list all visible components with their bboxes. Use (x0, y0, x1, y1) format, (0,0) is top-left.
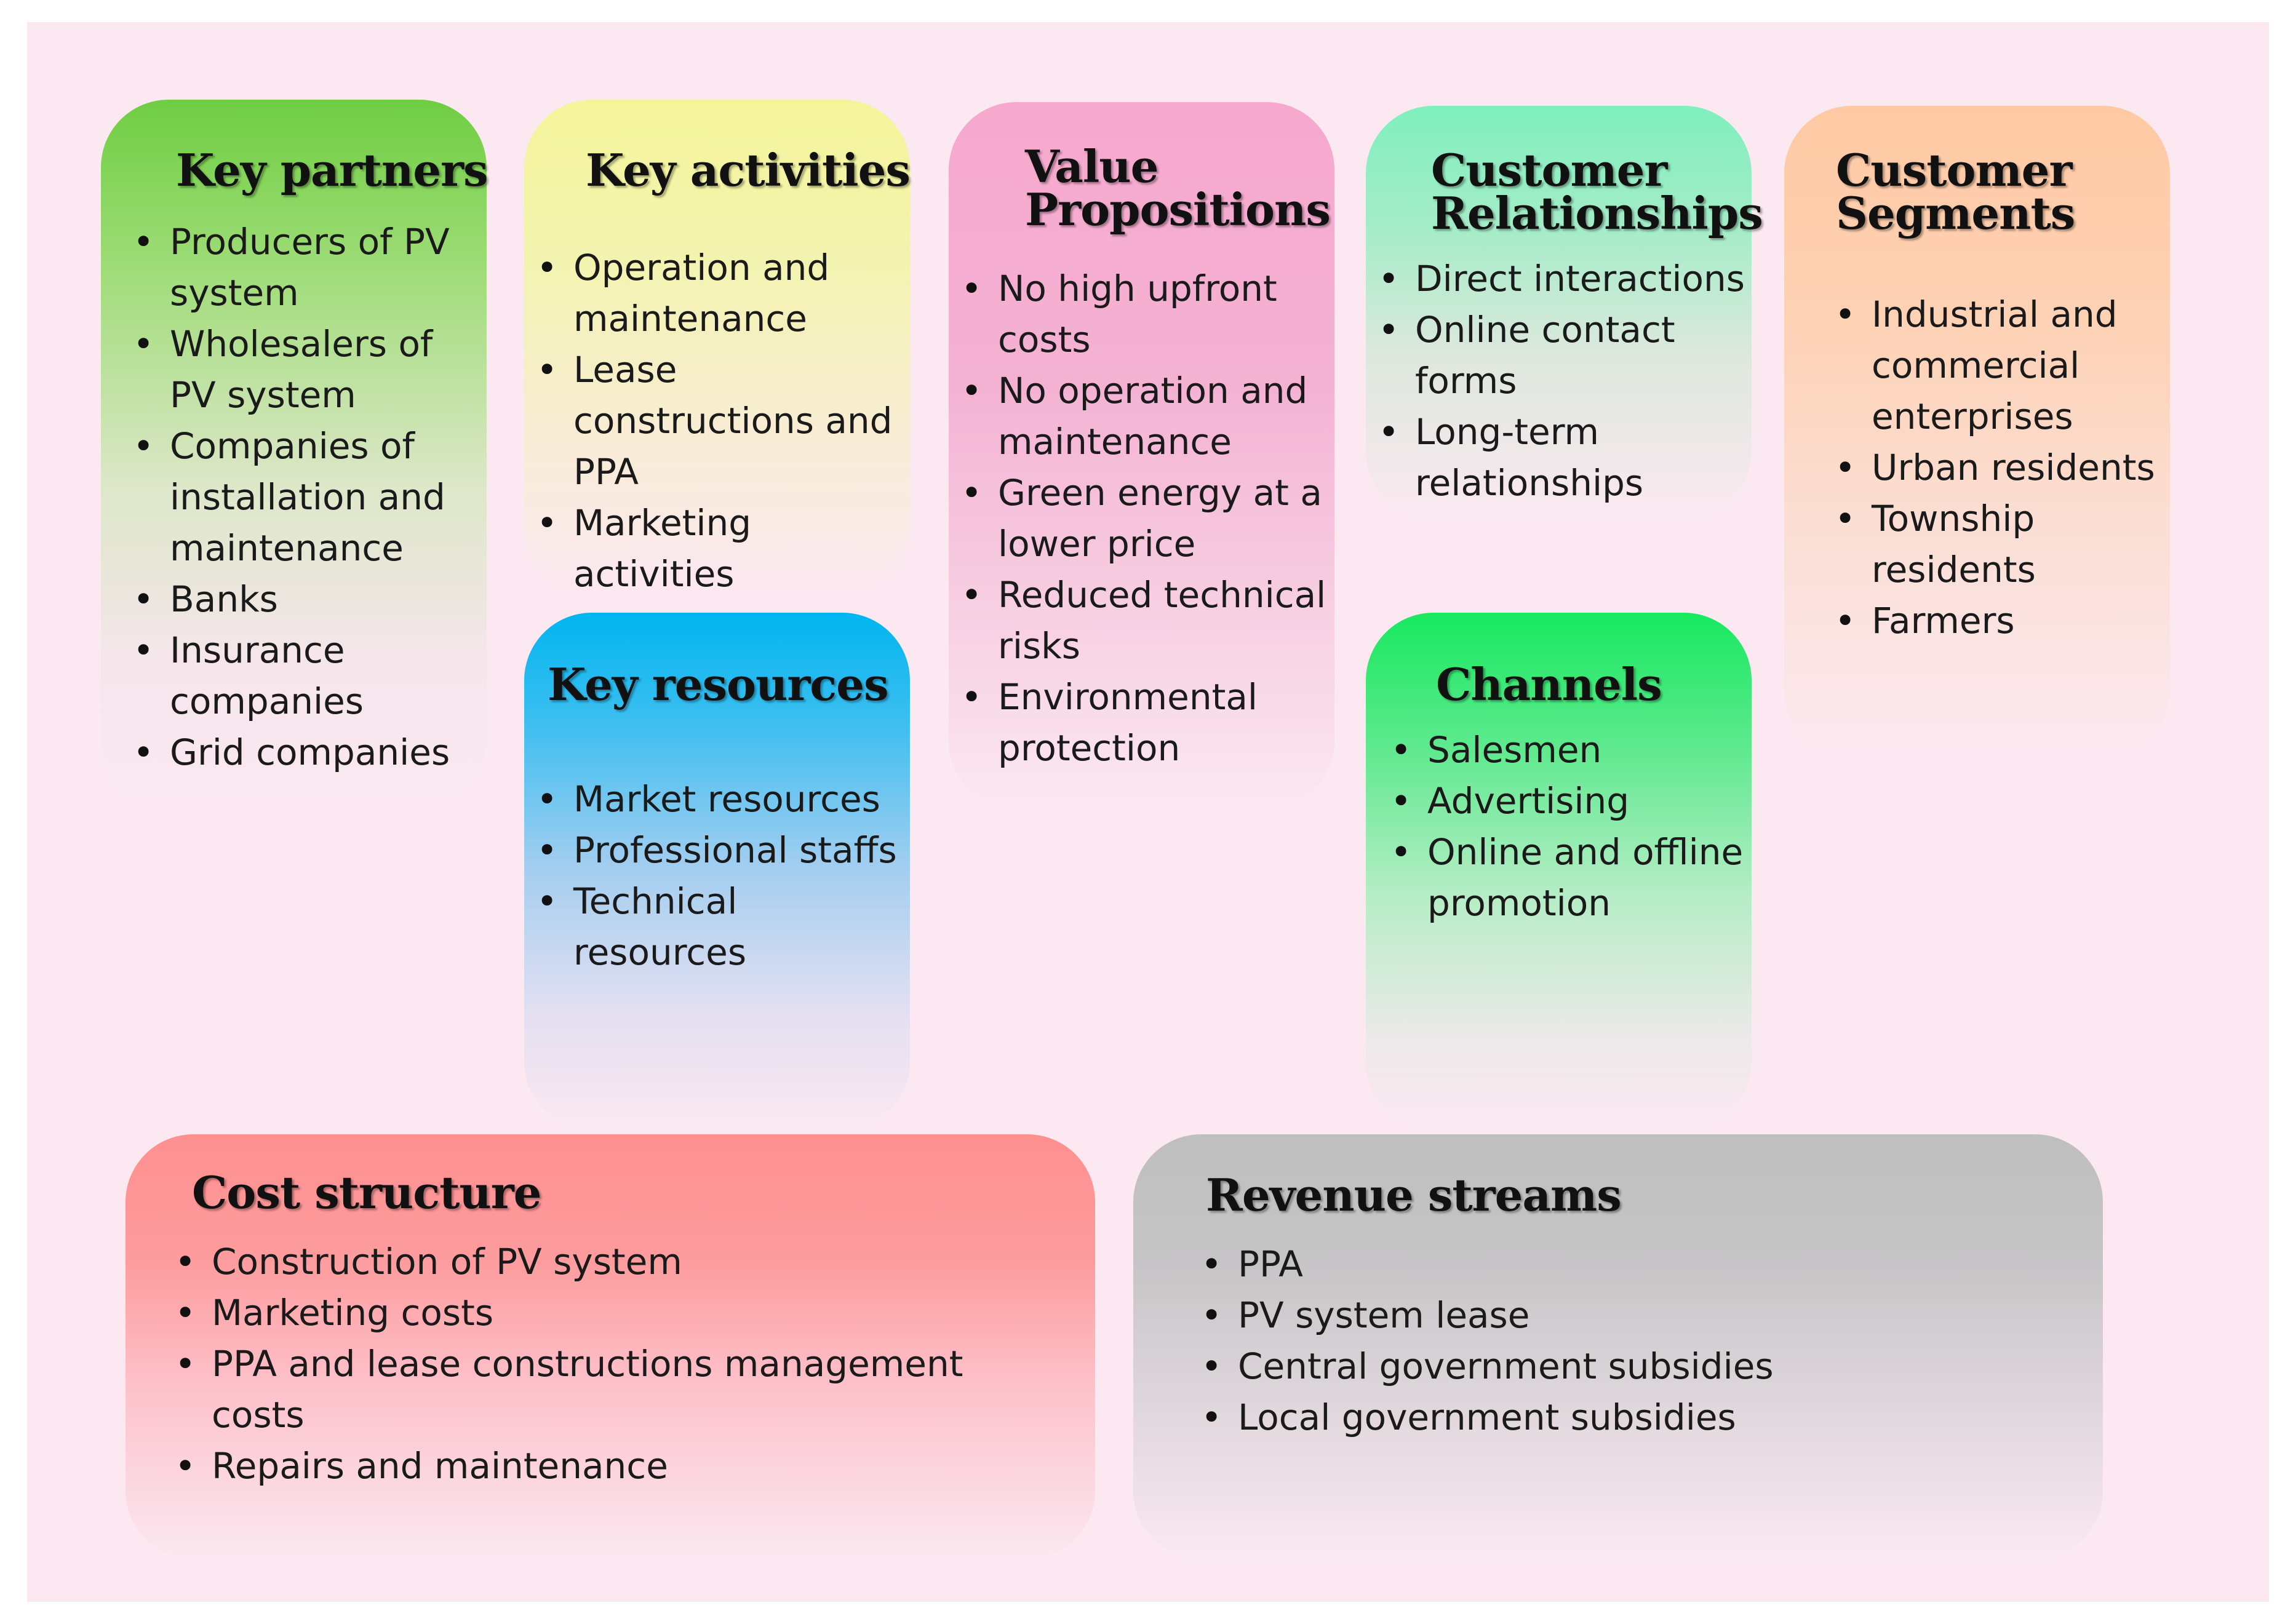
value-propositions-list: No high upfront costs No operation and m… (961, 263, 1330, 774)
revenue-streams-list: PPA PV system lease Central government s… (1201, 1239, 2001, 1443)
value-propositions-title-line1: Value (1025, 140, 1158, 193)
list-item: Farmers (1835, 595, 2167, 647)
customer-segments-list: Industrial and commercial enterprises Ur… (1835, 289, 2167, 647)
list-item: Banks (133, 574, 477, 625)
list-item: Industrial and commercial enterprises (1835, 289, 2167, 442)
list-item: Online contact forms (1378, 304, 1750, 407)
list-item: No high upfront costs (961, 263, 1330, 365)
customer-segments-title-line1: Customer (1836, 144, 2072, 196)
key-resources-title: Key resources (548, 658, 888, 710)
customer-relationships-block: Customer Relationships Direct interactio… (1366, 106, 1763, 518)
key-partners-title: Key partners (176, 144, 489, 196)
list-item: Marketing costs (175, 1288, 975, 1339)
list-item: Professional staffs (536, 825, 906, 876)
list-item: Wholesalers of PV system (133, 319, 477, 421)
cost-structure-title: Cost structure (192, 1166, 541, 1219)
list-item: Lease constructions and PPA (536, 344, 909, 498)
revenue-streams-block: Revenue streams PPA PV system lease Cent… (1133, 1134, 2103, 1559)
list-item: No operation and maintenance (961, 365, 1330, 468)
list-item: Repairs and maintenance (175, 1441, 975, 1492)
customer-segments-title-line2: Segments (1836, 187, 2075, 239)
list-item: Grid companies (133, 727, 477, 778)
list-item: Local government subsidies (1201, 1392, 2001, 1443)
list-item: Environmental protection (961, 672, 1330, 774)
customer-relationships-title-line1: Customer (1431, 144, 1667, 196)
list-item: PPA and lease constructions management c… (175, 1339, 975, 1441)
key-activities-list: Operation and maintenance Lease construc… (536, 242, 909, 600)
list-item: Township residents (1835, 493, 2167, 595)
revenue-streams-title: Revenue streams (1206, 1169, 1622, 1221)
list-item: PPA (1201, 1239, 2001, 1290)
customer-segments-block: Customer Segments Industrial and commerc… (1784, 106, 2170, 758)
list-item: Marketing activities (536, 498, 909, 600)
list-item: Technical resources (536, 876, 906, 978)
customer-segments-title: Customer Segments (1836, 144, 2075, 239)
customer-relationships-list: Direct interactions Online contact forms… (1378, 253, 1750, 509)
list-item: PV system lease (1201, 1290, 2001, 1341)
list-item: Central government subsidies (1201, 1341, 2001, 1392)
list-item: Urban residents (1835, 442, 2167, 493)
key-partners-block: Key partners Producers of PV system Whol… (101, 100, 489, 806)
key-activities-block: Key activities Operation and maintenance… (524, 100, 911, 595)
channels-list: Salesmen Advertising Online and offline … (1390, 725, 1753, 929)
customer-relationships-title: Customer Relationships (1431, 144, 1763, 239)
key-partners-list: Producers of PV system Wholesalers of PV… (133, 217, 477, 778)
cost-structure-block: Cost structure Construction of PV system… (126, 1134, 1095, 1559)
value-propositions-title: Value Propositions (1025, 140, 1331, 236)
cost-structure-list: Construction of PV system Marketing cost… (175, 1236, 975, 1492)
list-item: Producers of PV system (133, 217, 477, 319)
business-model-canvas: Key partners Producers of PV system Whol… (27, 22, 2269, 1602)
list-item: Reduced technical risks (961, 570, 1330, 672)
list-item: Salesmen (1390, 725, 1753, 776)
list-item: Insurance companies (133, 625, 477, 727)
list-item: Online and offline promotion (1390, 827, 1753, 929)
list-item: Advertising (1390, 776, 1753, 827)
list-item: Long-term relationships (1378, 407, 1750, 509)
value-propositions-block: Value Propositions No high upfront costs… (949, 102, 1334, 808)
key-activities-title: Key activities (586, 144, 911, 196)
customer-relationships-title-line2: Relationships (1431, 187, 1763, 239)
list-item: Market resources (536, 774, 906, 825)
list-item: Green energy at a lower price (961, 468, 1330, 570)
channels-title: Channels (1436, 658, 1662, 710)
value-propositions-title-line2: Propositions (1025, 183, 1331, 236)
list-item: Construction of PV system (175, 1236, 975, 1288)
channels-block: Channels Salesmen Advertising Online and… (1366, 613, 1752, 1129)
list-item: Companies of installation and maintenanc… (133, 421, 477, 574)
list-item: Direct interactions (1378, 253, 1750, 304)
key-resources-block: Key resources Market resources Professio… (524, 613, 910, 1129)
list-item: Operation and maintenance (536, 242, 909, 344)
key-resources-list: Market resources Professional staffs Tec… (536, 774, 906, 978)
